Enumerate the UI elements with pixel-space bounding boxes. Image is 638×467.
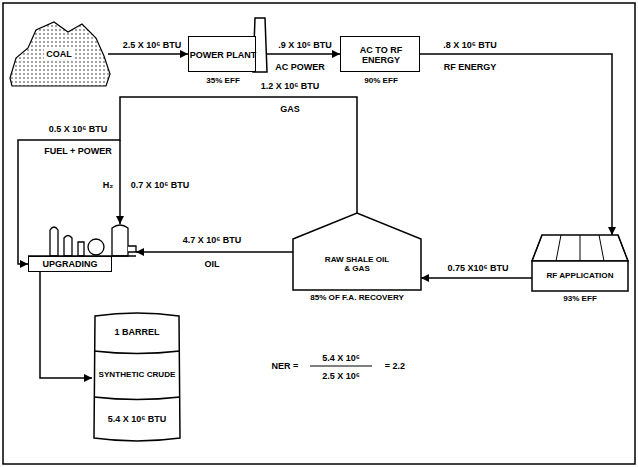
flow-arrow [108, 53, 188, 55]
text-slot: RF APPLICATION [542, 262, 618, 290]
retort-house: RAW SHALE OIL & GAS85% OF F.A. RECOVERY [293, 213, 421, 290]
efficiency-note: 93% EFF [563, 294, 597, 303]
energy-value: 4.7 X 10⁶ BTU [181, 235, 244, 245]
text-slot: 1 BARREL [94, 315, 180, 350]
text-slot: RAW SHALE OIL & GAS [322, 241, 392, 287]
text-slot: 93% EFF [502, 293, 638, 305]
node-label: POWER PLANT [190, 50, 257, 60]
energy-value: 0.5 X 10⁶ BTU [47, 124, 110, 134]
coal-outline [10, 22, 110, 86]
recovery-note: 85% OF F.A. RECOVERY [310, 293, 404, 302]
frame [3, 3, 635, 464]
upgrading-plant: UPGRADING [28, 222, 136, 272]
node-label: RAW SHALE OIL & GAS [322, 255, 392, 274]
fraction-bar [310, 365, 372, 366]
process-box: POWER PLANT35% EFF [188, 36, 256, 72]
ratio-name: NER = [270, 361, 301, 371]
node-label: COAL [44, 49, 74, 59]
flow-name: FUEL + POWER [42, 146, 114, 156]
flow-arrow [40, 272, 92, 378]
flow-name: OIL [203, 259, 222, 269]
node-label: UPGRADING [42, 259, 97, 269]
ratio-numerator: 5.4 X 10⁶ [320, 353, 362, 363]
ratio-denominator: 2.5 X 10⁶ [320, 371, 362, 381]
text-slot: POWER PLANT [189, 37, 257, 73]
node-label: AC TO RF ENERGY [341, 45, 421, 66]
energy-value: .8 X 10⁶ BTU [441, 40, 499, 50]
flow-arrow [267, 53, 340, 55]
house-outline [293, 213, 421, 290]
text-slot: COAL [36, 46, 82, 62]
h2-branch-line [119, 140, 121, 224]
node-label: RF APPLICATION [547, 271, 614, 280]
energy-value: .9 X 10⁶ BTU [276, 40, 334, 50]
barrel-band-text: 5.4 X 10⁶ BTU [108, 414, 167, 424]
barrel-band-text: 1 BARREL [114, 327, 159, 337]
text-slot: 90% EFF [311, 75, 451, 87]
rf-applicator: RF APPLICATION93% EFF [532, 235, 628, 291]
text-slot: AC TO RF ENERGY [341, 37, 421, 73]
barrel-band-text: SYNTHETIC CRUDE [99, 370, 176, 379]
text-slot: 85% OF F.A. RECOVERY [263, 292, 451, 304]
efficiency-note: 35% EFF [206, 76, 240, 85]
chemical-formula: H₂ [101, 180, 116, 190]
coal-pile: COAL [6, 16, 112, 90]
flow-arrow [136, 251, 293, 253]
energy-value: 2.5 X 10⁶ BTU [121, 40, 184, 50]
text-slot: 5.4 X 10⁶ BTU [94, 399, 180, 439]
flow-name: AC POWER [273, 62, 327, 72]
text-slot: UPGRADING [28, 256, 112, 272]
flow-arrow [421, 277, 532, 279]
efficiency-note: 90% EFF [364, 76, 398, 85]
rf-outline [532, 235, 628, 291]
energy-value: 1.2 X 10⁶ BTU [259, 81, 322, 91]
flow-arrow [420, 54, 612, 235]
text-slot: SYNTHETIC CRUDE [94, 353, 180, 396]
ratio-result: = 2.2 [383, 361, 407, 371]
text-slot: 35% EFF [159, 75, 287, 87]
flow-name: GAS [278, 104, 302, 114]
barrel: 1 BARREL SYNTHETIC CRUDE 5.4 X 10⁶ BTU [92, 312, 182, 442]
energy-value: 0.7 X 10⁶ BTU [129, 180, 192, 190]
energy-value: 0.75 X10⁶ BTU [445, 263, 510, 273]
flow-name: RF ENERGY [442, 62, 499, 72]
process-box: AC TO RF ENERGY90% EFF [340, 36, 420, 72]
